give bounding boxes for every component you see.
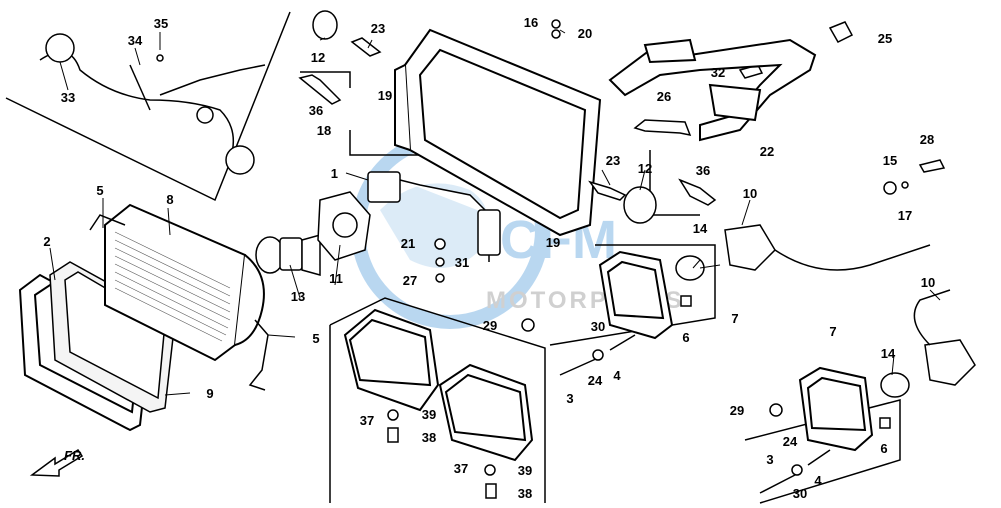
- callout-24: 24: [588, 373, 603, 388]
- callout-2: 2: [43, 234, 50, 249]
- callout-36: 36: [696, 163, 710, 178]
- callout-20: 20: [578, 26, 592, 41]
- headlight-lens-pattern: [114, 231, 231, 342]
- fog-lamp-hardware: [387, 409, 497, 499]
- turn-signal-lamp-rear: [798, 366, 874, 452]
- headlight-stay: [608, 38, 817, 142]
- headlight-case: [394, 28, 602, 237]
- callout-30: 30: [793, 486, 807, 501]
- callout-35: 35: [154, 16, 168, 31]
- callout-6: 6: [682, 330, 689, 345]
- callout-37: 37: [454, 461, 468, 476]
- callout-38: 38: [422, 430, 436, 445]
- callout-12: 12: [311, 50, 325, 65]
- front-direction-arrow: FR.: [29, 448, 85, 477]
- callout-27: 27: [403, 273, 417, 288]
- callout-23: 23: [371, 21, 385, 36]
- callout-14: 14: [881, 346, 896, 361]
- fog-lamp-upper: [343, 308, 440, 412]
- callout-6: 6: [880, 441, 887, 456]
- callout-15: 15: [883, 153, 897, 168]
- callout-26: 26: [657, 89, 671, 104]
- small-nuts: [156, 19, 909, 283]
- callout-4: 4: [613, 368, 621, 383]
- callout-13: 13: [291, 289, 305, 304]
- callout-31: 31: [455, 255, 469, 270]
- callout-10: 10: [743, 186, 757, 201]
- callout-25: 25: [878, 31, 892, 46]
- callout-37: 37: [360, 413, 374, 428]
- callout-11: 11: [329, 271, 343, 286]
- headlight-bulb: [255, 234, 321, 276]
- bulb-socket: [317, 191, 371, 261]
- callout-3: 3: [566, 391, 573, 406]
- callout-16: 16: [524, 15, 538, 30]
- callout-19: 19: [546, 235, 560, 250]
- leader-lines: [49, 29, 941, 396]
- callout-30: 30: [591, 319, 605, 334]
- callout-5: 5: [312, 331, 319, 346]
- callout-32: 32: [711, 65, 725, 80]
- callout-39: 39: [422, 407, 436, 422]
- callout-36: 36: [309, 103, 323, 118]
- callout-19: 19: [378, 88, 392, 103]
- callout-29: 29: [483, 318, 497, 333]
- wire-harness: [39, 33, 266, 175]
- front-direction-label: FR.: [64, 448, 85, 463]
- callout-5: 5: [96, 183, 103, 198]
- callout-9: 9: [206, 386, 213, 401]
- callout-38: 38: [518, 486, 532, 501]
- bracket-26: [633, 119, 692, 137]
- headlight-gasket: [49, 261, 176, 413]
- callout-labels: 1 2 3 3 4 4 5 5 6 6 7 7 8 9 10 10 11 12 …: [43, 15, 935, 501]
- callout-39: 39: [518, 463, 532, 478]
- clip-25: [828, 21, 854, 43]
- turn-signal-lamp-front: [598, 250, 674, 340]
- callout-22: 22: [760, 144, 774, 159]
- callout-8: 8: [166, 192, 173, 207]
- headlight-spring-clips: [89, 214, 269, 391]
- callout-23: 23: [606, 153, 620, 168]
- callout-33: 33: [61, 90, 75, 105]
- wire-connector: [477, 209, 501, 262]
- turn-signal-sockets: [675, 224, 976, 398]
- callout-1: 1: [331, 166, 338, 181]
- callout-28: 28: [920, 132, 934, 147]
- callout-21: 21: [401, 236, 415, 251]
- relay: [367, 171, 491, 216]
- callout-24: 24: [783, 434, 798, 449]
- callout-4: 4: [814, 473, 822, 488]
- turn-signal-screws: [521, 295, 891, 494]
- fog-lamp-lower: [438, 363, 534, 462]
- callout-10: 10: [921, 275, 935, 290]
- callout-14: 14: [693, 221, 708, 236]
- callout-3: 3: [766, 452, 773, 467]
- grommet-12: [312, 10, 657, 224]
- callout-17: 17: [898, 208, 912, 223]
- callout-29: 29: [730, 403, 744, 418]
- callout-18: 18: [317, 123, 331, 138]
- callout-12: 12: [638, 161, 652, 176]
- callout-34: 34: [128, 33, 143, 48]
- callout-7: 7: [731, 311, 738, 326]
- callout-7: 7: [829, 324, 836, 339]
- bolts: [298, 37, 946, 206]
